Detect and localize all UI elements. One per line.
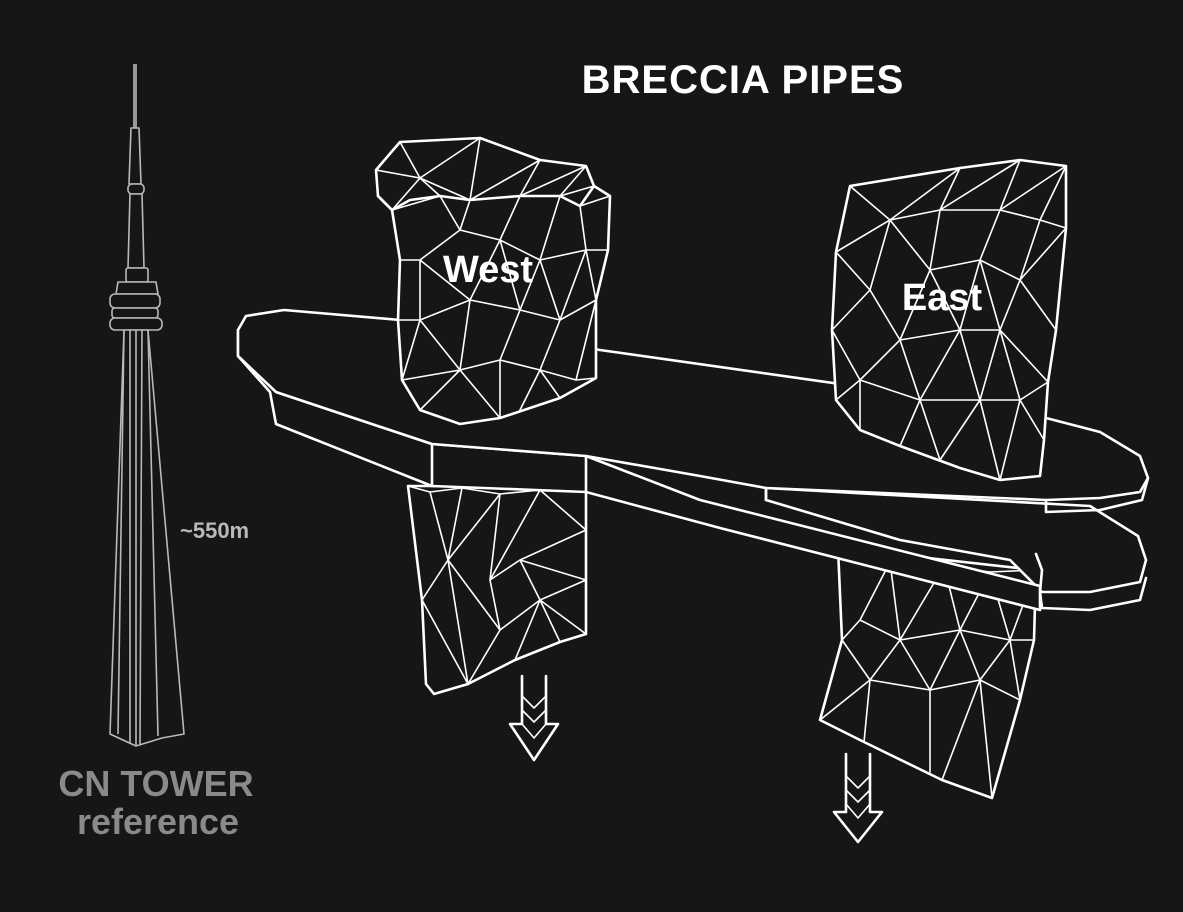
west-pipe-root [406,484,588,696]
west-pipe-label: West [443,249,533,291]
tower-reference-caption: reference [77,801,239,842]
tower-height-label: ~550m [180,518,249,543]
east-pipe-label: East [902,277,983,319]
east-pipe-root [818,546,1038,800]
east-pipe [830,158,1068,482]
east-downward-arrow-icon [832,752,884,844]
west-pipe [374,136,612,426]
east-lower-ledge [764,486,1148,612]
cn-tower-icon [109,64,185,747]
tower-reference-name: CN TOWER [58,763,253,804]
west-downward-arrow-icon [508,674,560,762]
diagram-title: BRECCIA PIPES [582,58,905,102]
